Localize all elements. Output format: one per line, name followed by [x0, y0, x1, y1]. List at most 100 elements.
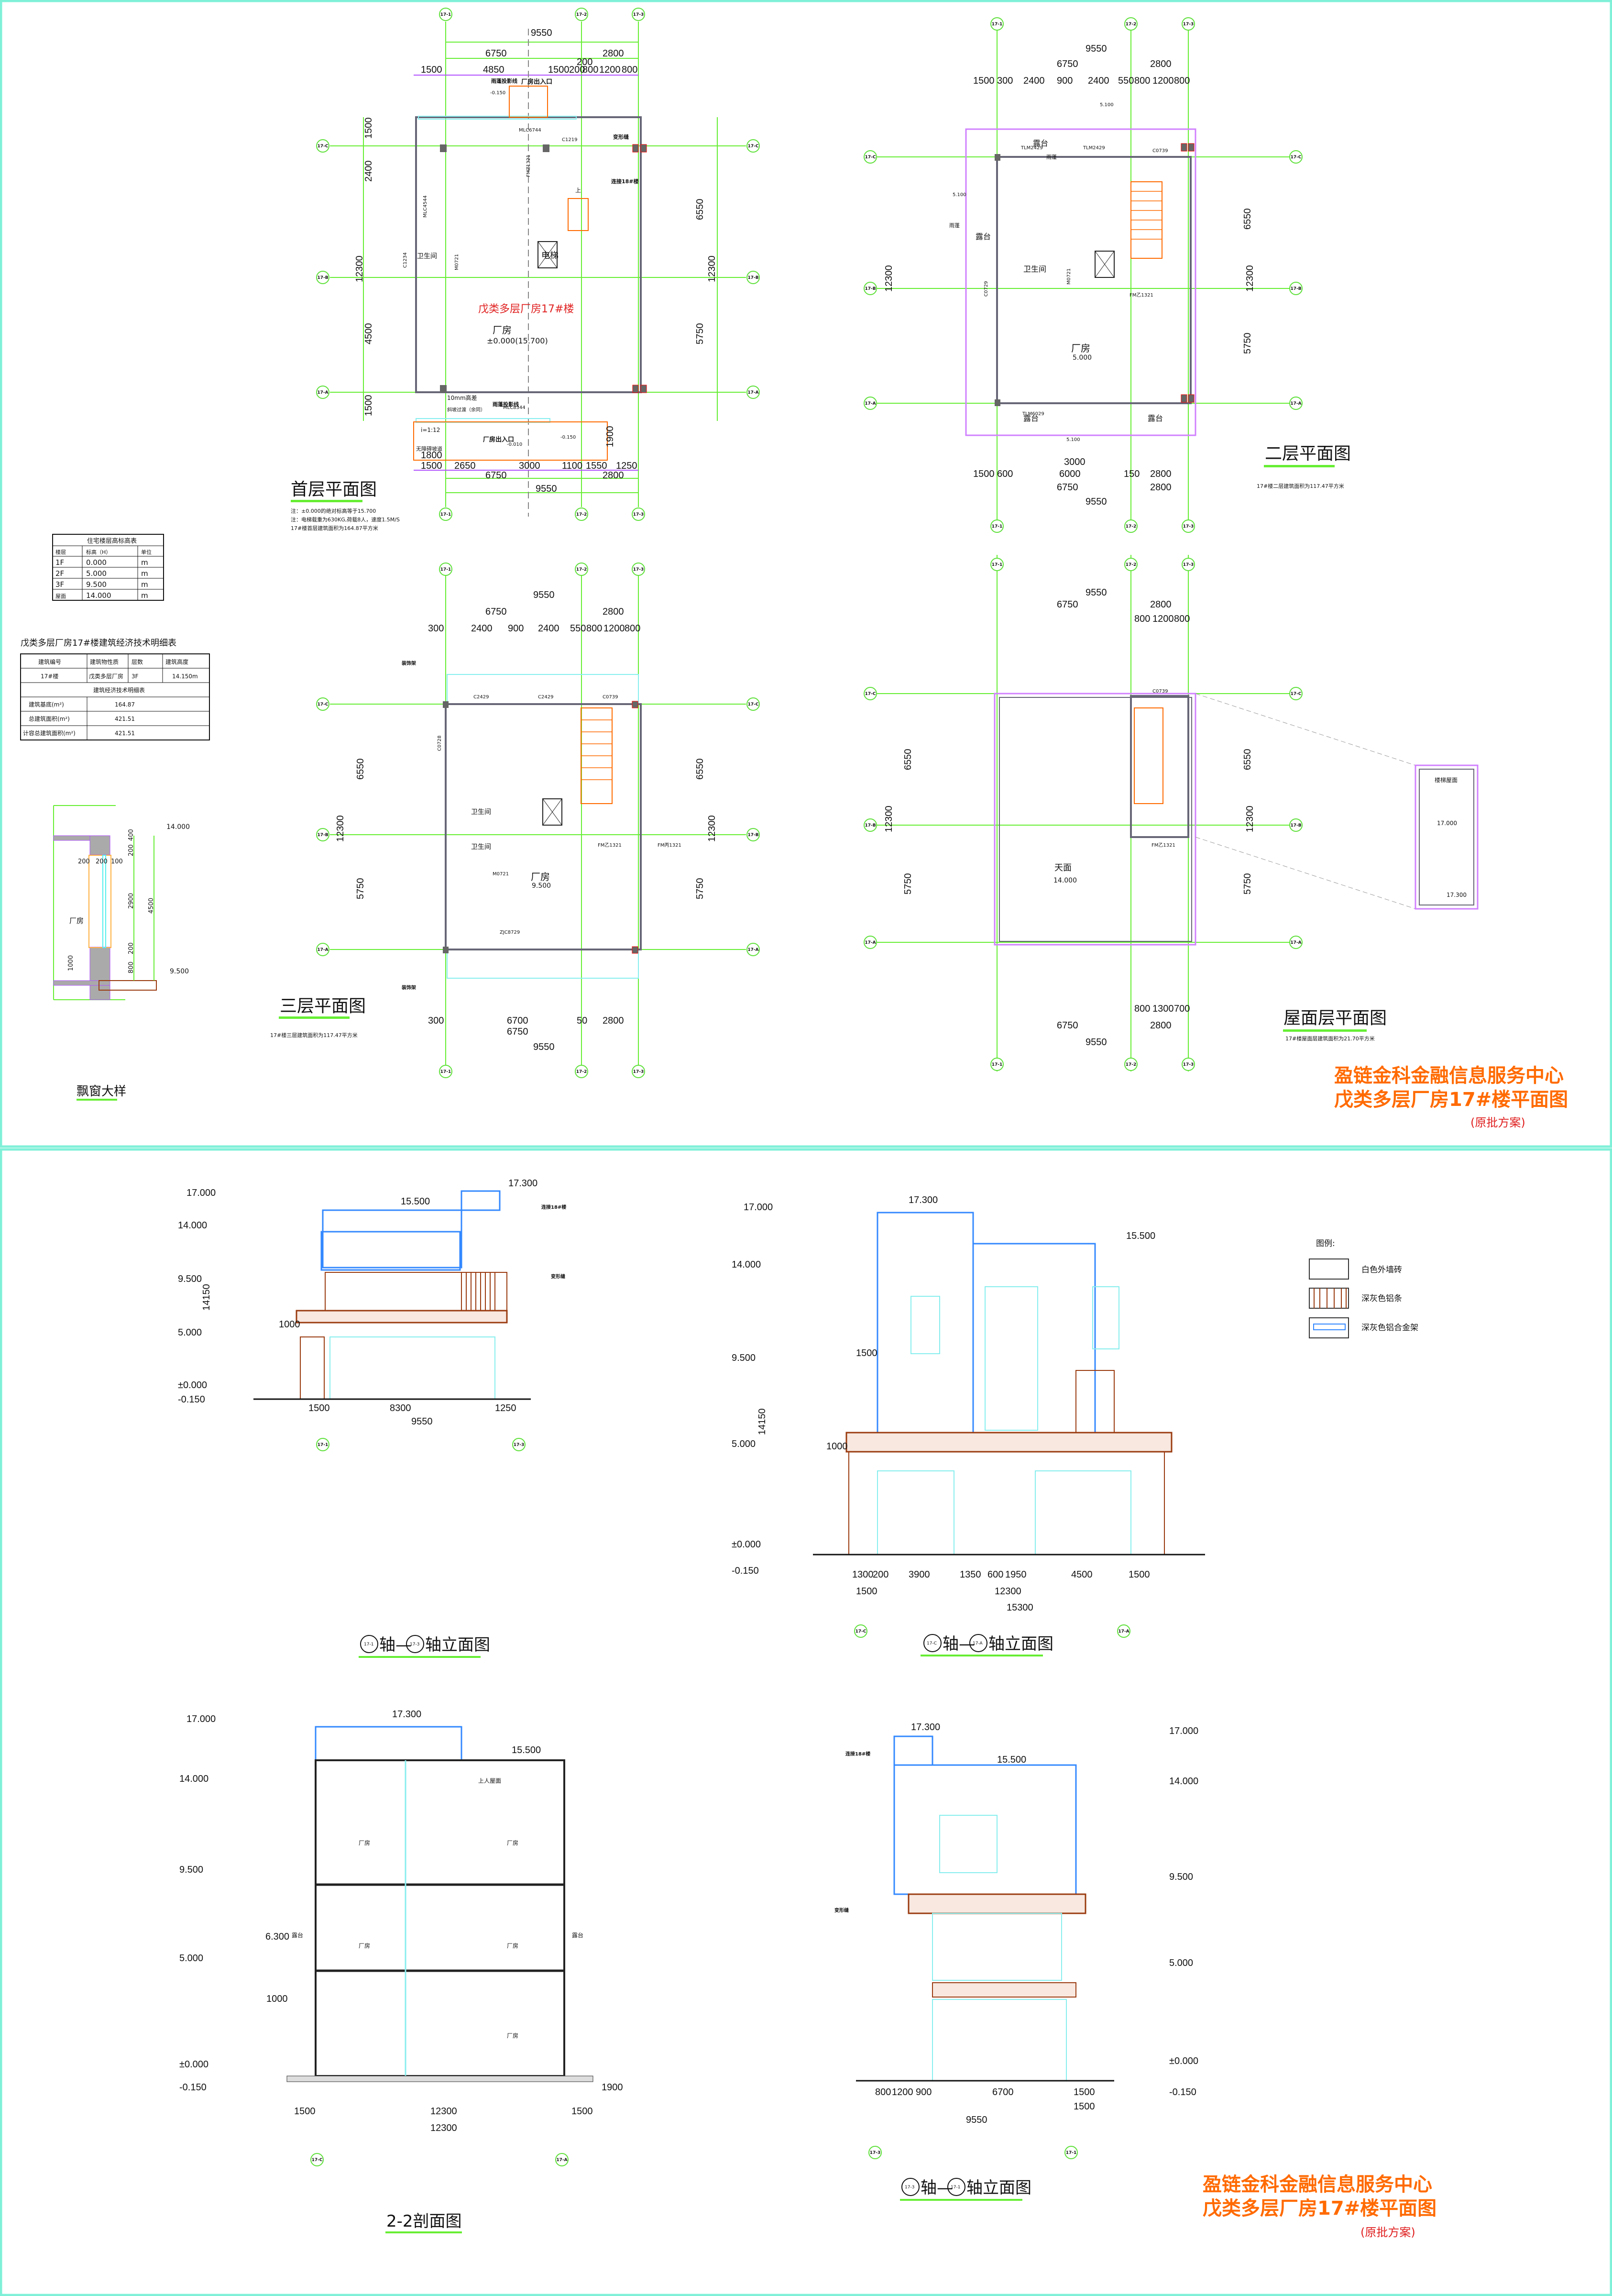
dim-text: 12300 [1245, 806, 1255, 832]
link-label: 连接18#楼 [611, 178, 639, 185]
axis-bubble [746, 697, 760, 711]
dim-text: 9550 [536, 484, 557, 494]
dim-text: 2400 [538, 623, 559, 634]
door-tag: C0729 [984, 281, 989, 297]
dim-text: 1500 [1129, 1569, 1150, 1580]
dim-text: 1300 [1152, 1004, 1174, 1014]
dim-text: 200 [96, 858, 108, 865]
dim-text: 12300 [430, 2106, 457, 2117]
room-label: 上人屋面 [478, 1777, 501, 1784]
dim-text: 1500 [856, 1348, 877, 1358]
note: 连接18#楼 [541, 1204, 566, 1210]
dim-text: 800 [582, 65, 598, 75]
axis-bubble-label: 17-C [855, 1629, 866, 1634]
room-label: 厂房 [359, 1839, 370, 1846]
table-cell: 17#楼 [41, 673, 58, 680]
axis-bubble [316, 139, 329, 153]
project-name: 盈链金科金融信息服务中心 [1203, 2174, 1432, 2196]
axis-bubble-label: 17-3 [1183, 1062, 1194, 1067]
dim-text: 1500 [363, 118, 374, 139]
dim-text: 200 [569, 65, 585, 75]
axis-bubble-label: 17-C [865, 155, 876, 160]
dim-text: 1500 [421, 65, 442, 75]
dim-text: 1500 [1074, 2087, 1095, 2097]
legend: 图例: 白色外墙砖 深灰色铝条 深灰色铝合金架 [1309, 1239, 1418, 1338]
axis-bubble [1064, 2146, 1078, 2159]
level-tag: 14.000 [178, 1220, 207, 1231]
axis-bubble [1182, 558, 1195, 571]
building-label: 戊类多层厂房17#楼 [478, 303, 574, 315]
plan-note: 17#楼首层建筑面积为164.87平方米 [291, 525, 378, 531]
level-tag: 14.000 [732, 1259, 761, 1270]
dim-text: 3000 [519, 461, 540, 471]
table-cell: 9.500 [86, 580, 107, 589]
sheet-frame-bottom [0, 1148, 1612, 2296]
dim-text: 200 [128, 942, 135, 954]
axis-bubble-label: 17-1 [992, 524, 1003, 529]
axis-bubble [746, 386, 760, 399]
level-tag: 5.000 [179, 1953, 203, 1964]
dim-text: 2800 [1150, 59, 1172, 69]
axis-bubble-label: 17-1 [951, 2185, 960, 2190]
axis-bubble-label: 17-1 [440, 567, 451, 572]
axis-bubble [1124, 558, 1138, 571]
dim-text: 800 [875, 2087, 891, 2097]
axis-bubble-label: 17-A [1118, 1629, 1129, 1634]
table-cell: 计容总建筑面积(m²) [23, 729, 76, 737]
table-cell: 421.51 [115, 730, 135, 737]
dim-text: 150 [1124, 469, 1140, 479]
dim-text: 6550 [695, 199, 705, 221]
dim-text: 550 [570, 623, 586, 634]
dim-text: 1250 [495, 1403, 516, 1413]
dim-text: 100 [111, 858, 123, 865]
canopy-label-bottom: 雨蓬投影线 [493, 401, 519, 408]
room-label: 厂房 [507, 1942, 518, 1949]
dim-text: 5750 [1242, 873, 1253, 895]
axis-bubble [1182, 1058, 1195, 1071]
dim-text: 800 [1174, 614, 1190, 624]
axis-bubble [854, 1624, 867, 1638]
dim-text: 1250 [616, 461, 637, 471]
dim-text: 2650 [454, 461, 476, 471]
room-label: 厂房 [69, 916, 84, 925]
room-label: 厂房 [493, 324, 512, 336]
door-tag: M0721 [1066, 268, 1072, 285]
axis-bubble-label: 17-1 [364, 1642, 373, 1647]
dim-text: 1500 [571, 2106, 593, 2117]
dim-text: 200 [577, 57, 592, 67]
door-tag: FM丙1321 [658, 843, 681, 848]
dim-text: 9550 [533, 590, 555, 600]
level-tag: 15.500 [997, 1755, 1026, 1765]
level-tag: -0.150 [178, 1394, 205, 1405]
dim-text: 6750 [485, 48, 507, 59]
terrace-label: 露台 [1023, 414, 1039, 423]
table-cell: 3F [55, 580, 64, 589]
axis-bubble [1289, 687, 1303, 700]
axis-bubble [864, 282, 877, 295]
dim-text: 12300 [995, 1586, 1021, 1597]
dim-text: 6550 [695, 759, 705, 780]
level-tag: 14.000 [1169, 1776, 1198, 1787]
door-tag: ZJC8729 [500, 930, 520, 935]
step-note-2: 斜坡过渡（余同） [447, 407, 485, 413]
table-cell: 0.000 [86, 558, 107, 567]
axis-bubble-label: 17-1 [440, 1070, 451, 1074]
axis-bubble-label: 17-2 [1126, 22, 1137, 27]
dim-text: 4850 [483, 65, 504, 75]
axis-bubble [575, 1065, 588, 1078]
terrace-label: 露台 [976, 232, 991, 241]
dim-text: 6550 [355, 759, 366, 780]
dim-text: 1200 [892, 2087, 913, 2097]
level-label: 5.000 [1073, 354, 1092, 362]
dim-text: 1200 [603, 623, 625, 634]
ramp-slope: i=1:12 [421, 427, 440, 433]
table-title: 戊类多层厂房17#楼建筑经济技术明细表 [21, 638, 176, 648]
axis-bubble-label: 17-3 [1183, 524, 1194, 529]
level-tag: -0.010 [507, 442, 522, 447]
dim-text: 2800 [1150, 599, 1172, 610]
level-tag: 17.300 [508, 1178, 537, 1189]
axis-bubble-label: 17-B [865, 287, 876, 291]
level-tag: 9.500 [732, 1353, 756, 1363]
axis-bubble [316, 943, 329, 956]
roof-label: 天面 [1054, 863, 1072, 873]
